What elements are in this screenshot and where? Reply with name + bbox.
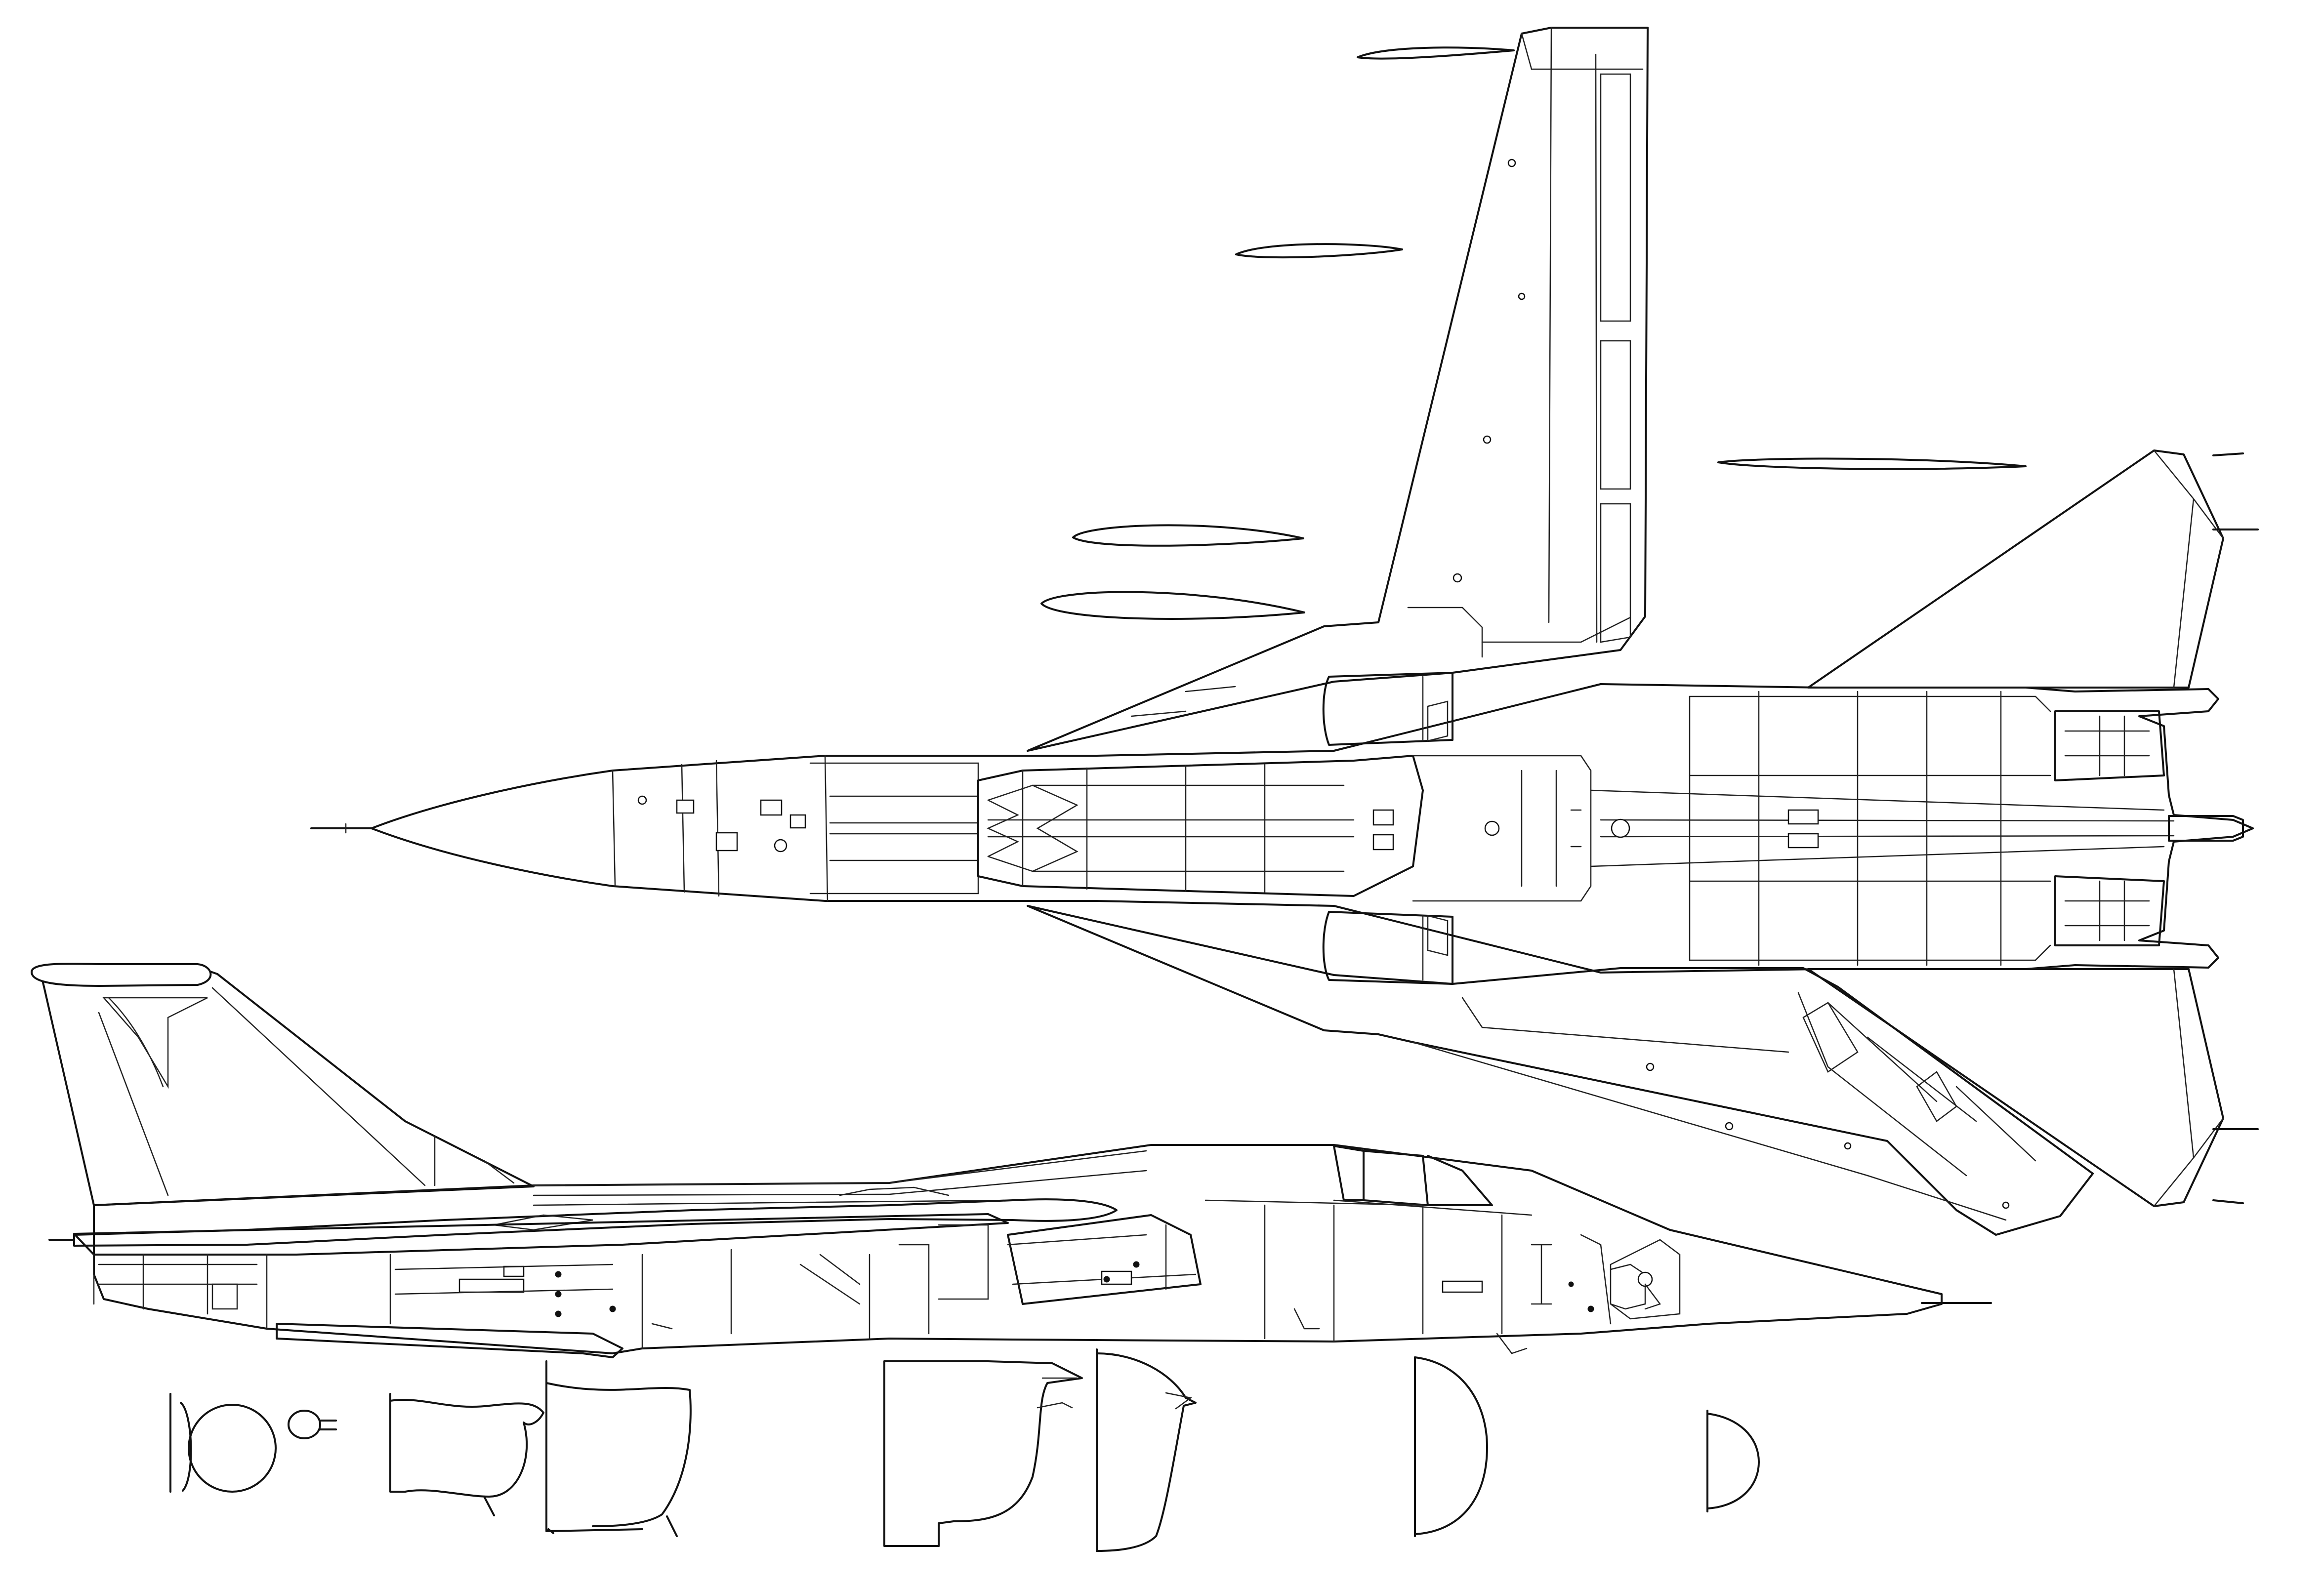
intake-fairing <box>977 755 1424 897</box>
intake-upper <box>1322 672 1453 746</box>
side-view <box>31 963 1992 1358</box>
airfoil-section-1 <box>1357 46 1515 60</box>
cross-section-4 <box>883 1360 1083 1547</box>
cross-section-2 <box>389 1393 544 1516</box>
airfoil-section-2 <box>1235 243 1403 259</box>
airfoil-section-4 <box>1072 524 1304 547</box>
plan-view <box>310 27 2259 1236</box>
engine-nozzle-upper <box>2054 710 2165 781</box>
cross-section-1 <box>169 1393 337 1493</box>
tail-boom <box>2168 815 2244 842</box>
side-store <box>73 1198 1118 1247</box>
cross-section-5 <box>1096 1348 1197 1552</box>
intake-side <box>1007 1214 1202 1305</box>
cross-sections <box>169 1348 1760 1552</box>
airfoil-section-3 <box>1717 457 2027 470</box>
cross-section-3 <box>545 1360 692 1537</box>
fuselage-plan-outline <box>371 683 2254 974</box>
cross-section-6 <box>1414 1356 1488 1537</box>
airfoil-sections <box>1040 46 2027 620</box>
tailplane-upper <box>1807 449 2224 689</box>
wing-upper <box>1027 27 1649 752</box>
center-hatch <box>1484 820 1500 836</box>
engine-nozzle-lower <box>2054 875 2165 946</box>
wing-lower <box>1027 905 2094 1236</box>
ventral-fin <box>276 1323 623 1358</box>
intake-lower <box>1322 911 1453 985</box>
tailplane-lower <box>1807 968 2224 1207</box>
airfoil-section-5 <box>1040 591 1305 620</box>
canopy <box>1333 1145 1365 1201</box>
cross-section-7 <box>1706 1410 1760 1512</box>
fuselage-side-outline <box>93 1144 1943 1354</box>
fin-tip-fairing <box>31 963 212 987</box>
